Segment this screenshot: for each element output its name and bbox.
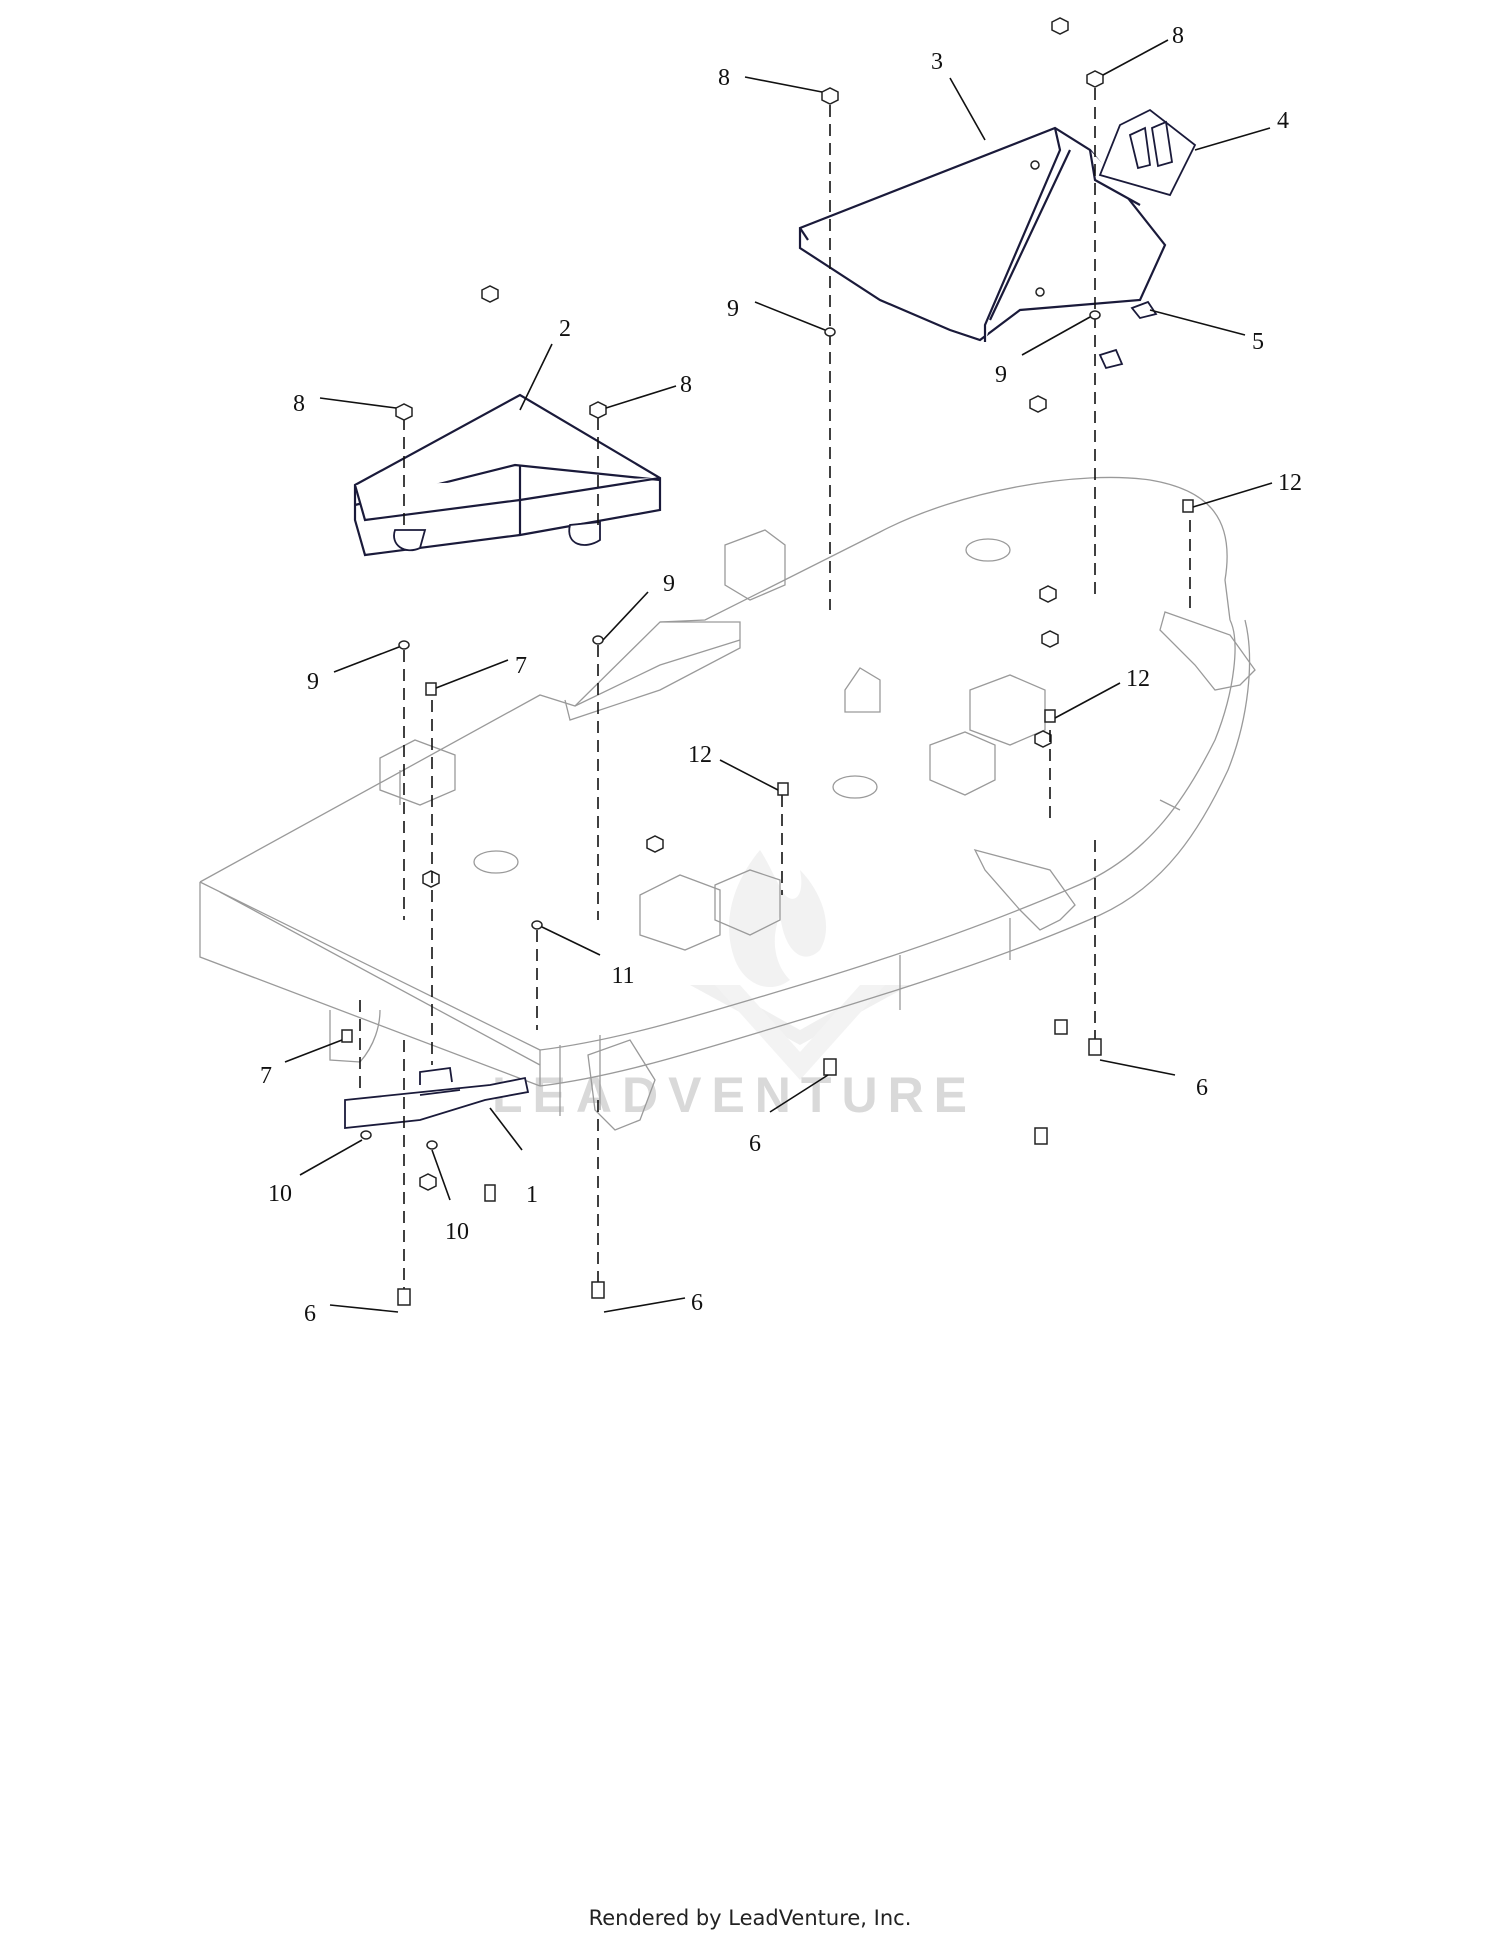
callout-label-12: 12	[1126, 666, 1150, 692]
part-2-belt-cover-left	[353, 393, 662, 557]
callout-label-1: 1	[526, 1182, 538, 1208]
flange-nut-icon	[481, 285, 499, 303]
washer-icon	[398, 640, 410, 650]
bolt-icon	[397, 1288, 411, 1306]
callout-label-10: 10	[445, 1219, 469, 1245]
bolt-icon	[1088, 1038, 1102, 1056]
callout-label-3: 3	[931, 49, 943, 75]
callout-label-9: 9	[663, 571, 675, 597]
callout-label-12: 12	[688, 742, 712, 768]
callout-label-4: 4	[1277, 108, 1289, 134]
flange-nut-icon	[1086, 70, 1104, 88]
callout-label-6: 6	[691, 1290, 703, 1316]
washer-icon	[824, 327, 836, 337]
leadventure-watermark-logo	[690, 850, 910, 1080]
washer-icon	[531, 920, 543, 930]
callout-label-8: 8	[1172, 23, 1184, 49]
callout-label-7: 7	[515, 653, 527, 679]
bolt-icon	[425, 682, 437, 696]
callout-label-9: 9	[995, 362, 1007, 388]
flange-nut-icon	[1029, 395, 1047, 413]
callout-label-8: 8	[718, 65, 730, 91]
part-3-belt-cover-right	[798, 126, 1167, 342]
bolt-icon	[341, 1029, 353, 1043]
alignment-lines	[359, 88, 1191, 1305]
callout-label-6: 6	[304, 1301, 316, 1327]
bolt-icon	[1182, 499, 1194, 513]
washer-icon	[1089, 310, 1101, 320]
callout-label-9: 9	[727, 296, 739, 322]
callout-label-11: 11	[611, 963, 634, 989]
washer-icon	[360, 1130, 372, 1140]
flange-nut-icon	[1051, 17, 1069, 35]
leader-lines	[284, 39, 1273, 1313]
callout-label-7: 7	[260, 1063, 272, 1089]
bolt-icon	[591, 1281, 605, 1299]
washer-icon	[592, 635, 604, 645]
flange-nut-icon	[821, 87, 839, 105]
callout-label-9: 9	[307, 669, 319, 695]
callout-label-8: 8	[293, 391, 305, 417]
mower-deck	[199, 476, 1256, 1202]
watermark-text: LEADVENTURE	[492, 1067, 977, 1123]
part-1-bracket	[344, 1066, 530, 1130]
callout-label-5: 5	[1252, 329, 1264, 355]
callout-label-2: 2	[559, 316, 571, 342]
part-4-decal	[1098, 108, 1197, 197]
callout-label-12: 12	[1278, 470, 1302, 496]
callout-label-8: 8	[680, 372, 692, 398]
callout-label-10: 10	[268, 1181, 292, 1207]
bolt-icon	[777, 782, 789, 796]
bolt-icon	[823, 1058, 837, 1076]
flange-nut-icon	[395, 403, 413, 421]
part-5-clip	[1098, 300, 1158, 370]
callout-label-6: 6	[749, 1131, 761, 1157]
flange-nut-icon	[589, 401, 607, 419]
washer-icon	[426, 1140, 438, 1150]
footer-credit: Rendered by LeadVenture, Inc.	[588, 1906, 912, 1930]
bolt-icon	[1044, 709, 1056, 723]
callout-label-6: 6	[1196, 1075, 1208, 1101]
